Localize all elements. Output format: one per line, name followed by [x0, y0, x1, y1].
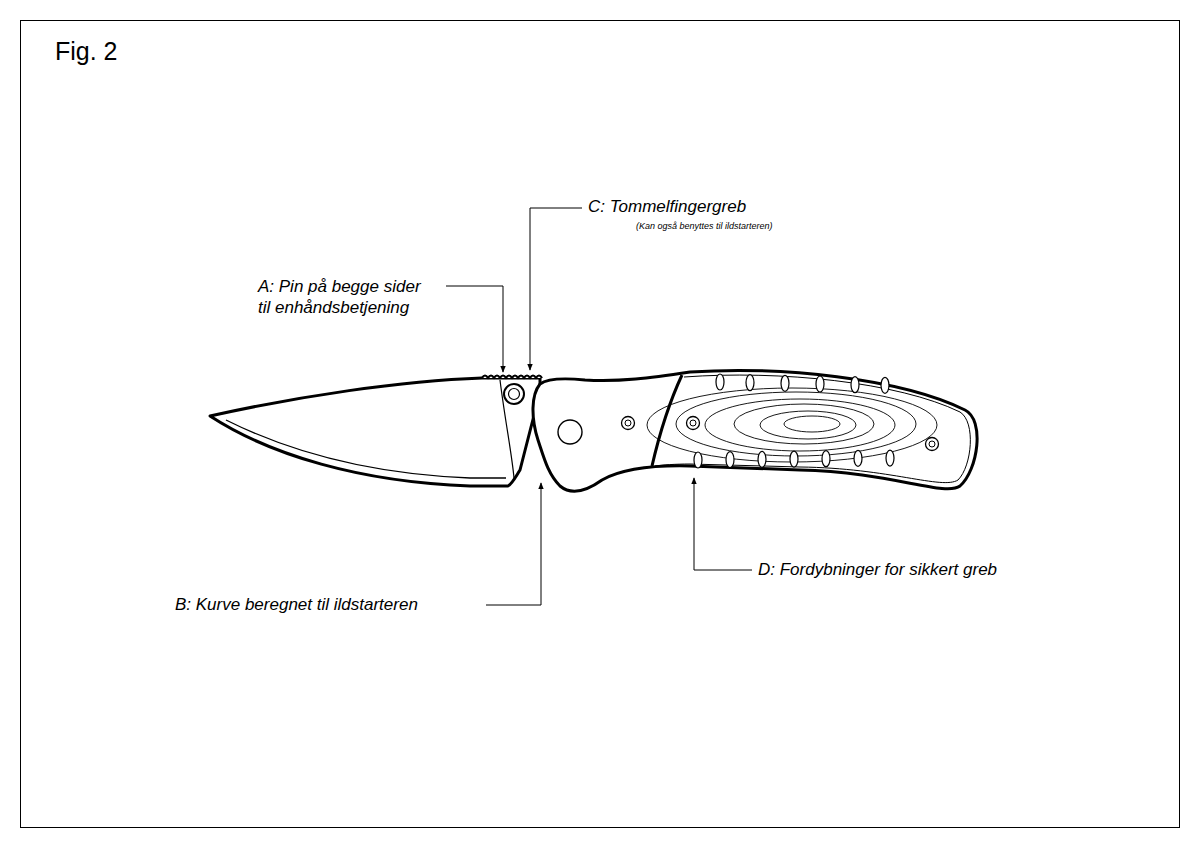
blade	[210, 376, 542, 487]
callout-label: B: Kurve beregnet til ildstarteren	[175, 594, 418, 615]
grip-dimple	[790, 451, 798, 467]
grip-dimple	[746, 375, 754, 391]
frame	[21, 21, 1180, 828]
grip-dimple	[854, 450, 862, 466]
leader-lines	[446, 208, 752, 605]
wood-grain	[784, 416, 840, 432]
handle	[533, 371, 977, 492]
callout-label: A: Pin på begge sider til enhåndsbetjeni…	[258, 276, 436, 318]
wood-grain	[647, 388, 937, 462]
grip-dimple	[851, 377, 859, 393]
wood-grain	[760, 411, 856, 439]
wood-grain	[676, 392, 916, 456]
figure-title: Fig. 2	[55, 36, 118, 66]
grip-dimple	[886, 450, 894, 466]
grip-dimple	[758, 451, 766, 467]
grip-dimple	[781, 375, 789, 391]
grip-dimple	[726, 452, 734, 468]
callout-note: (Kan også benyttes til ildstarteren)	[636, 221, 773, 232]
callout-label: C: Tommelfingergreb	[588, 196, 746, 217]
thumb-pin	[504, 384, 524, 404]
grip-dimple	[694, 452, 702, 468]
grip-dimple	[716, 374, 724, 390]
grip-dimple	[822, 451, 830, 467]
wood-grain	[734, 404, 874, 444]
grip-dimple	[881, 377, 889, 393]
grip-dimple	[816, 376, 824, 392]
wood-grain	[705, 399, 895, 451]
callout-label: D: Fordybninger for sikkert greb	[758, 559, 997, 580]
